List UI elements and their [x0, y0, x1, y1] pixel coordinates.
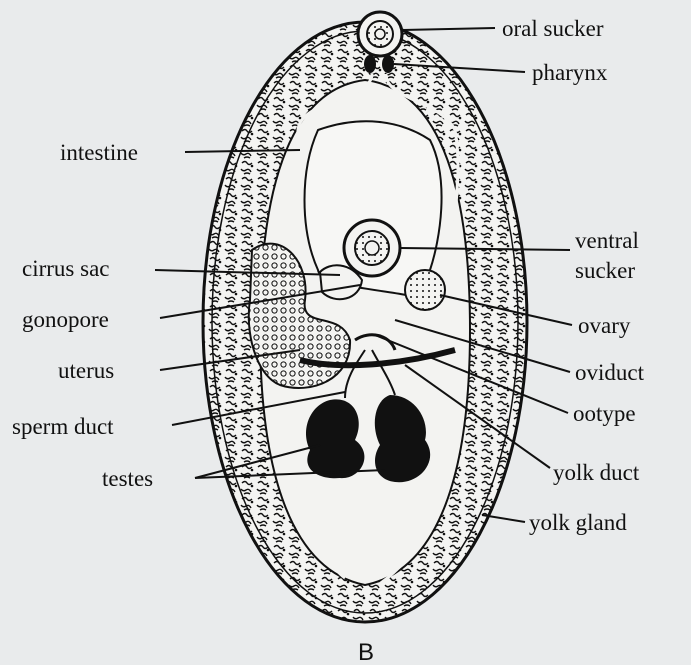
svg-text:sucker: sucker [575, 258, 635, 283]
svg-text:ovary: ovary [578, 313, 631, 338]
svg-text:gonopore: gonopore [22, 307, 109, 332]
svg-text:oviduct: oviduct [575, 360, 645, 385]
figure-label: B [358, 639, 374, 665]
svg-text:pharynx: pharynx [532, 60, 608, 85]
oral-sucker [358, 12, 402, 56]
svg-text:uterus: uterus [58, 358, 114, 383]
svg-text:intestine: intestine [60, 140, 138, 165]
ovary [405, 270, 445, 310]
svg-text:ventral: ventral [575, 228, 639, 253]
svg-text:cirrus sac: cirrus sac [22, 256, 110, 281]
svg-text:ootype: ootype [573, 401, 636, 426]
svg-text:oral sucker: oral sucker [502, 16, 604, 41]
svg-text:sperm duct: sperm duct [12, 414, 114, 439]
svg-text:yolk duct: yolk duct [553, 460, 640, 485]
svg-text:testes: testes [102, 466, 153, 491]
svg-text:yolk gland: yolk gland [529, 510, 627, 535]
ventral-sucker [344, 220, 400, 276]
label-oral-sucker: oral sucker [403, 16, 604, 41]
label-yolk-gland: yolk gland [482, 510, 627, 535]
